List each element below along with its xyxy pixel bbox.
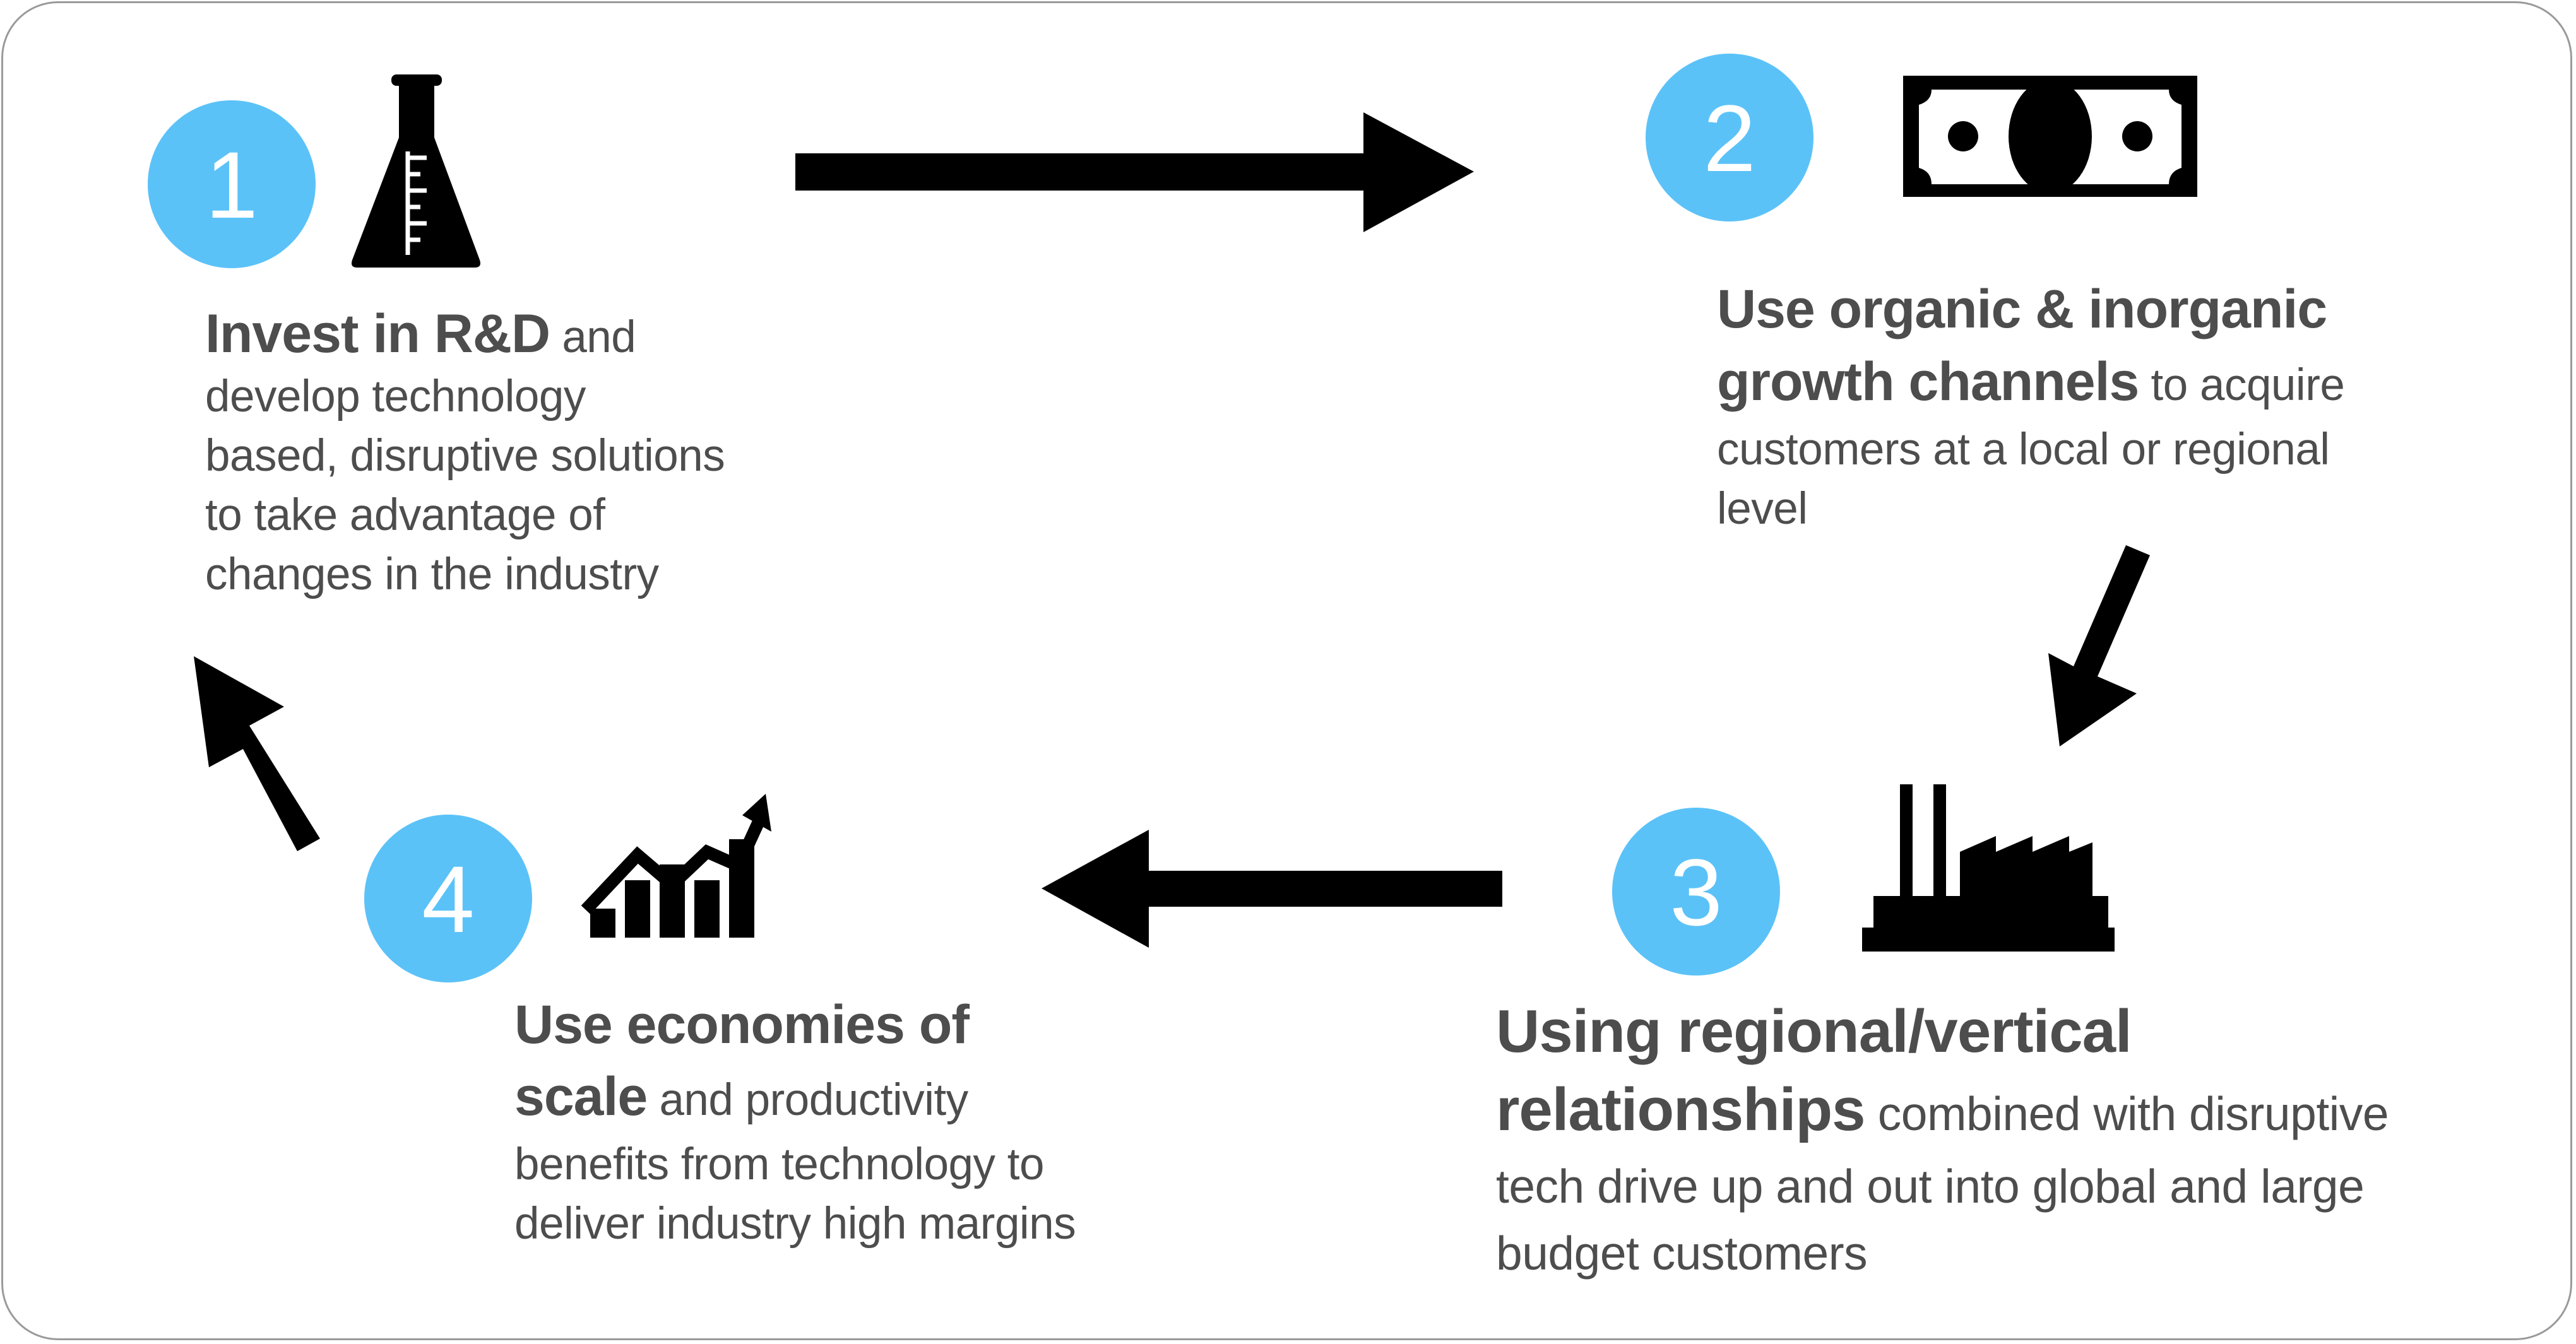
arrow-down-left [2048,545,2150,746]
step-3-line: budget customers [1496,1227,1868,1280]
step-2-badge: 2 [1646,54,1813,221]
step-1-line: to take advantage of [205,490,605,540]
arrow-left [1042,830,1502,948]
arrow-up-left [194,656,320,851]
step-4-second-line: scale and productivity [514,1062,1146,1135]
growth-chart-icon [581,794,771,938]
step-4-bold-line1: Use economies of [514,994,970,1055]
step-4-bold-line2: scale [514,1066,648,1127]
step-1-first-line: Invest in R&D and [205,304,773,367]
step-3-bold-line2: relationships [1496,1076,1865,1143]
step-1-number: 1 [205,132,258,238]
step-4-number: 4 [422,846,474,952]
step-2-circle [1646,54,1813,221]
step-1-line: based, disruptive solutions [205,431,725,481]
step-1-circle [148,100,316,268]
flask-icon [352,74,480,268]
arrow-right [795,112,1474,232]
step-1-line: changes in the industry [205,550,659,599]
step-4-rest: and productivity [647,1075,968,1125]
step-4-line: deliver industry high margins [514,1199,1076,1249]
step-4-badge: 4 [364,815,532,982]
step-3-number: 3 [1670,839,1722,945]
money-bill-icon [1903,76,2197,197]
step-3-rest: combined with disruptive [1865,1087,2389,1140]
step-3-badge: 3 [1612,808,1780,976]
step-4-circle [364,815,532,982]
step-1-badge: 1 [148,100,316,268]
step-3-circle [1612,808,1780,976]
step-1-line: develop technology [205,372,586,421]
step-2-line: customers at a local or regional level [1717,425,2330,534]
step-1-rest: and [550,312,636,362]
step-2-text: Use organic & inorganic growth channels … [1717,271,2411,539]
step-2-bold-line2: growth channels [1717,351,2139,412]
step-1-bold: Invest in R&D [205,304,550,364]
step-4-text: Use economies of scale and productivity … [514,987,1146,1254]
step-4-line: benefits from technology to [514,1140,1045,1189]
step-3-second-line: relationships combined with disruptive [1496,1073,2443,1153]
step-3-bold-line1: Using regional/vertical [1496,998,2132,1065]
step-2-rest: to acquire [2139,360,2345,410]
step-2-second-line: growth channels to acquire [1717,347,2411,420]
step-2-bold-line1: Use organic & inorganic [1717,279,2327,339]
factory-icon [1862,784,2115,952]
step-2-number: 2 [1703,85,1755,191]
step-1-text: Invest in R&D and develop technology bas… [205,304,773,604]
step-3-text: Using regional/vertical relationships co… [1496,991,2443,1287]
step-3-line: tech drive up and out into global and la… [1496,1160,2365,1213]
